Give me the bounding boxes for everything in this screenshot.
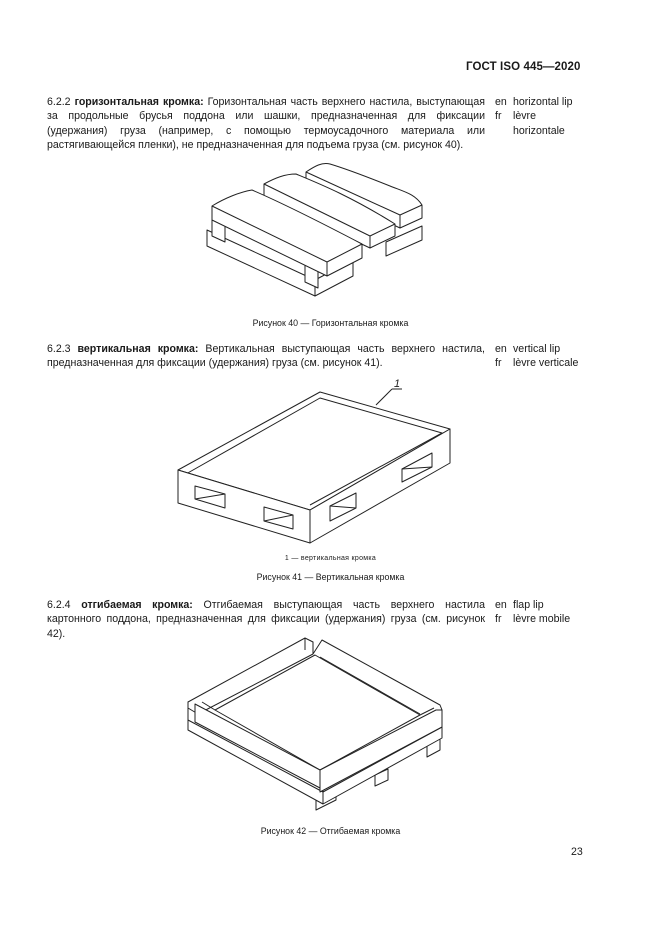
term-fr: lèvre verticale xyxy=(513,357,579,370)
term-fr-cont: horizontale xyxy=(513,124,565,137)
lang-fr-label: fr xyxy=(495,357,502,370)
term-en: horizontal lip xyxy=(513,96,573,108)
section-6-2-3-text: 6.2.3 вертикальная кромка: Вертикальная … xyxy=(47,342,485,371)
term-fr: lèvre xyxy=(513,110,536,123)
lang-en-label: en xyxy=(495,343,507,355)
section-definition: Вертикальная выступающая часть верхнего … xyxy=(47,343,485,370)
section-6-2-4-text: 6.2.4 отгибаемая кромка: Отгибаемая выст… xyxy=(47,598,485,641)
figure-40-horizontal-lip-drawing xyxy=(206,163,423,297)
figure-42-flap-lip-drawing xyxy=(187,637,443,811)
section-number: 6.2.2 xyxy=(47,96,71,108)
section-definition: Отгибаемая выступающая часть верхнего на… xyxy=(47,599,485,640)
document-header-id: ГОСТ ISO 445—2020 xyxy=(466,61,581,73)
section-6-2-2-text: 6.2.2 горизонтальная кромка: Горизонталь… xyxy=(47,95,485,153)
lang-fr-label: fr xyxy=(495,613,502,626)
callout-1: 1 xyxy=(394,378,400,390)
section-number: 6.2.3 xyxy=(47,343,71,355)
lang-en-label: en xyxy=(495,96,507,108)
figure-41-legend: 1 — вертикальная кромка xyxy=(284,555,377,562)
section-definition: Горизонтальная часть верхнего настила, в… xyxy=(47,96,485,152)
term-fr: lèvre mobile xyxy=(513,613,571,626)
term-en: vertical lip xyxy=(513,343,561,355)
figure-41-caption: Рисунок 41 — Вертикальная кромка xyxy=(256,572,405,582)
section-term: горизонтальная кромка: xyxy=(74,96,204,108)
section-number: 6.2.4 xyxy=(47,599,71,611)
lang-fr-label: fr xyxy=(495,110,502,123)
section-term: вертикальная кромка: xyxy=(77,343,199,355)
figure-42-caption: Рисунок 42 — Отгибаемая кромка xyxy=(260,826,401,836)
section-6-2-3-translations: en vertical lip fr lèvre verticale xyxy=(495,342,578,371)
lang-en-label: en xyxy=(495,599,507,611)
section-6-2-4-translations: en flap lip fr lèvre mobile xyxy=(495,598,570,627)
page-number: 23 xyxy=(571,846,583,858)
section-term: отгибаемая кромка: xyxy=(81,599,193,611)
figure-41-vertical-lip-drawing: 1 xyxy=(177,378,451,544)
term-en: flap lip xyxy=(513,599,544,611)
figure-40-caption: Рисунок 40 — Горизонтальная кромка xyxy=(252,318,409,328)
